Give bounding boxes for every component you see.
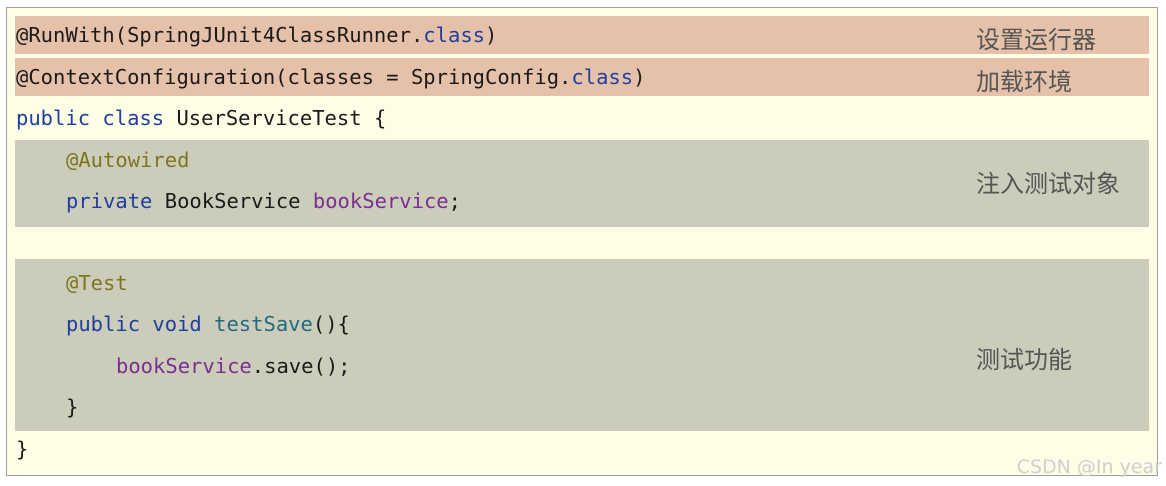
context-class-keyword: class: [571, 65, 634, 89]
code-line-call: bookService.save();: [116, 346, 351, 387]
label-config: 加载环境: [976, 68, 1072, 96]
runwith-close: ): [485, 23, 498, 47]
code-line-runwith: @RunWith(SpringJUnit4ClassRunner.class): [16, 15, 497, 56]
code-line-field-decl: private BookService bookService;: [66, 181, 461, 222]
runwith-annotation: @RunWith(SpringJUnit4ClassRunner.: [16, 23, 424, 47]
label-inject: 注入测试对象: [976, 170, 1120, 198]
code-line-context: @ContextConfiguration(classes = SpringCo…: [16, 57, 645, 98]
label-runner: 设置运行器: [976, 26, 1096, 54]
method-decl-rest: (){: [312, 312, 350, 336]
code-line-close-method: }: [66, 387, 78, 428]
method-decl-name: testSave: [214, 312, 313, 336]
highlight-runner: [15, 16, 1149, 54]
close-method-brace: }: [66, 395, 79, 419]
code-line-close-class: }: [16, 429, 28, 470]
close-class-brace: }: [16, 437, 29, 461]
code-line-autowired: @Autowired: [66, 140, 189, 181]
field-decl-keyword: private: [66, 189, 153, 213]
code-line-method-decl: public void testSave(){: [66, 304, 350, 345]
context-annotation: @ContextConfiguration(classes = SpringCo…: [16, 65, 572, 89]
highlight-inject: [15, 140, 1149, 227]
highlight-config: [15, 58, 1149, 96]
code-line-class-decl: public class UserServiceTest {: [16, 98, 386, 139]
label-test: 测试功能: [976, 346, 1072, 374]
watermark: CSDN @In year: [1016, 456, 1162, 478]
field-decl-semicolon: ;: [448, 189, 461, 213]
class-decl-keyword: public class: [16, 106, 165, 130]
highlight-test: [15, 259, 1149, 431]
context-close: ): [633, 65, 646, 89]
autowired-annotation: @Autowired: [66, 148, 190, 172]
code-panel: @RunWith(SpringJUnit4ClassRunner.class) …: [6, 7, 1158, 476]
call-rest: .save();: [251, 354, 351, 378]
class-decl-name: UserServiceTest {: [164, 106, 387, 130]
method-decl-keyword: public void: [66, 312, 202, 336]
call-object: bookService: [116, 354, 252, 378]
field-decl-name: bookService: [312, 189, 449, 213]
runwith-class-keyword: class: [423, 23, 486, 47]
field-decl-type: BookService: [152, 189, 313, 213]
test-annotation: @Test: [66, 271, 128, 295]
code-line-test-annotation: @Test: [66, 263, 128, 304]
